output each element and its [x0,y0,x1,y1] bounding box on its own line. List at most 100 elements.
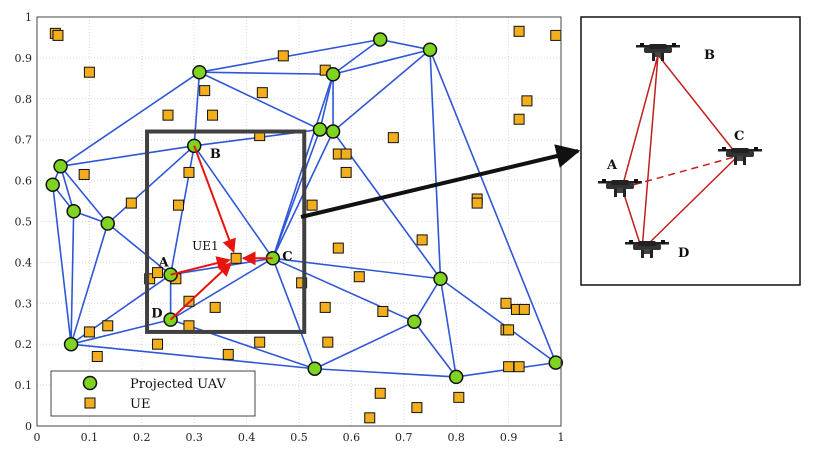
ue-marker [340,166,352,178]
ue-marker [306,199,318,211]
triangulation-edge [107,222,172,276]
triangulation-edge [70,343,315,370]
x-tick-label: 0.6 [343,431,361,444]
y-tick-label: 0.7 [15,134,33,147]
inset-label-a: A [606,158,618,173]
ue-marker [503,361,515,373]
x-tick-label: 0.3 [185,431,203,444]
triangulation-edge [199,71,334,76]
triangulation-edge [170,257,274,321]
ue-markers [49,25,562,424]
uav-marker [100,216,115,231]
label-b: B [210,147,221,162]
x-tick-label: 0.2 [133,431,151,444]
ue-marker [340,148,352,160]
uav-marker [192,64,207,80]
triangulation-edge [60,71,200,167]
triangulation-edge [193,72,201,146]
ue-marker [500,297,512,309]
label-d: D [151,307,162,322]
y-tick-label: 0.1 [15,379,33,392]
highlight-box [145,129,307,334]
ue-marker [296,277,308,289]
ue-marker [374,387,386,399]
uav-marker [548,355,564,370]
triangulation-edge [199,38,381,74]
y-tick-label: 1 [25,11,32,24]
triangulation-edge [107,145,195,225]
triangulation-edge [440,278,557,364]
ue-marker [172,199,184,211]
y-tick-label: 0.6 [15,175,33,188]
ue-marker [222,348,234,360]
triangulation-edge [380,38,431,51]
inset-panel: B C A D [580,16,801,286]
ue-marker [513,361,525,373]
triangulation-edge [413,278,442,323]
uav-marker [53,159,68,174]
triangulation-edge [413,321,457,378]
legend-ue-marker [84,397,96,409]
y-tick-label: 0 [25,420,32,433]
uav-marker [372,32,388,47]
label-a: A [158,255,170,270]
x-tick-label: 0.1 [81,431,99,444]
triangulation-edge [272,257,415,323]
triangulation-edge [314,320,415,370]
triangulation-edge [332,48,431,76]
triangulation-edge [59,166,75,212]
ue-marker [183,166,195,178]
ue-marker [162,109,174,121]
ue-marker [83,326,95,338]
ue-marker [152,267,164,279]
ue-marker [183,320,195,332]
ue-marker [387,132,399,144]
uav-marker [45,177,60,192]
y-tick-label: 0.5 [15,216,33,229]
association-arrow [169,262,233,321]
association-arrow [193,145,236,254]
ue-marker [152,338,164,350]
uav-marker [325,67,341,82]
ue-marker [364,412,376,424]
triangulation-edge [332,49,431,133]
y-tick-label: 0.3 [15,297,33,310]
triangulation-edge [70,223,109,345]
triangulation-edge [70,318,171,345]
uav-marker [66,204,81,219]
triangulation-edge [272,257,441,280]
ue-marker [332,242,344,254]
uav-marker [63,336,79,352]
ue-marker [199,85,211,97]
ue-marker [78,168,90,180]
ue-marker [322,336,334,348]
legend-ue-label: UE [130,397,150,412]
y-tick-label: 0.2 [15,338,33,351]
ue-marker [513,25,525,37]
legend: Projected UAV UE [50,370,256,417]
ue-marker [256,87,268,99]
ue-marker [377,305,389,317]
ue-marker [277,50,289,62]
ue-marker [91,350,103,362]
triangulation-edge [59,165,109,225]
uav-marker [407,314,422,329]
ue-marker [209,301,221,313]
uav-marker [307,361,322,376]
triangulation-edge [193,145,274,259]
x-tick-label: 0.5 [290,431,308,444]
x-tick-label: 1 [558,431,565,444]
triangulation-edge [51,184,72,345]
triangulation-edge [314,367,457,378]
ue-marker [518,303,530,315]
inset-label-d: D [678,246,689,261]
ue-marker [471,197,483,209]
triangulation-edge [170,318,315,370]
x-tick-label: 0.7 [395,431,413,444]
y-tick-label: 0.8 [15,93,33,106]
inset-frame [580,16,801,286]
